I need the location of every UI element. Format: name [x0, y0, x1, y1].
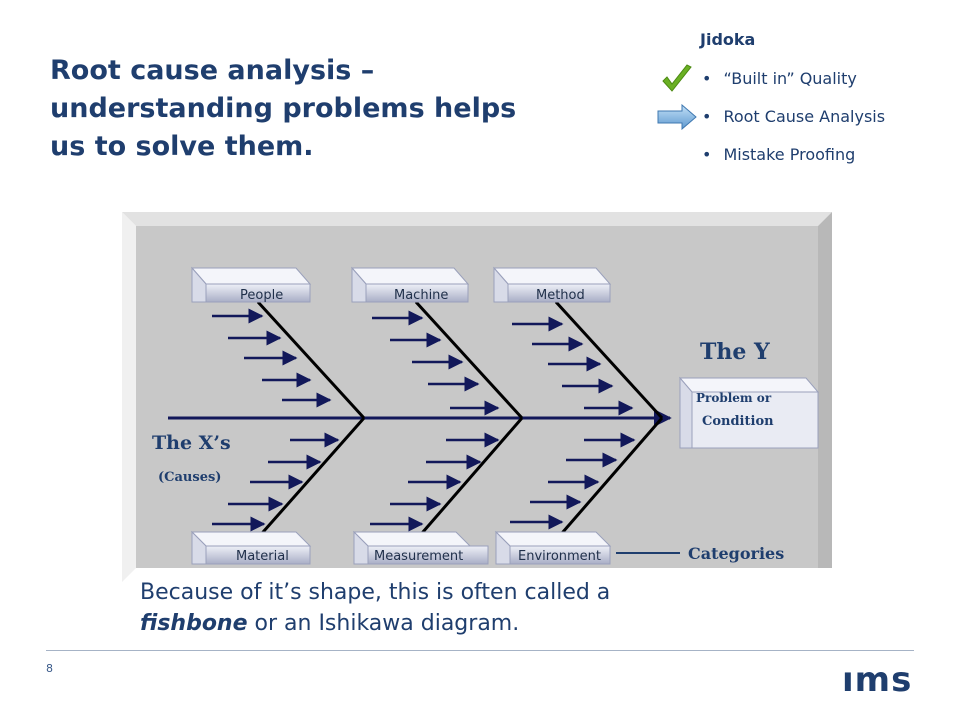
slide-title: Root cause analysis – understanding prob…: [50, 52, 610, 166]
category-label-people: People: [240, 288, 283, 303]
category-label-environment: Environment: [518, 549, 601, 564]
right-arrow-icon: [657, 104, 697, 130]
caption-line-2: fishbone or an Ishikawa diagram.: [140, 608, 610, 639]
category-box-environment: Environment: [494, 530, 612, 565]
jidoka-item-mistake-proofing: Mistake Proofing: [702, 136, 885, 174]
category-label-measurement: Measurement: [374, 549, 463, 564]
diagram-caption: Because of it’s shape, this is often cal…: [140, 577, 610, 639]
category-label-machine: Machine: [394, 288, 448, 303]
cause-arrows: [212, 308, 636, 532]
caption-line-1: Because of it’s shape, this is often cal…: [140, 580, 611, 605]
page-number: 8: [46, 662, 53, 675]
effect-heading: The Y: [700, 339, 770, 365]
causes-subheading: (Causes): [158, 470, 221, 485]
category-box-material: Material: [190, 530, 312, 565]
category-label-method: Method: [536, 288, 585, 303]
effect-box-line-1: Problem or: [696, 391, 772, 405]
category-box-measurement: Measurement: [352, 530, 489, 565]
caption-line-2-rest: or an Ishikawa diagram.: [247, 611, 520, 636]
jidoka-heading: Jidoka: [700, 30, 756, 49]
fishbone-main-bones: [254, 300, 664, 541]
jidoka-list: “Built in” Quality Root Cause Analysis M…: [702, 60, 885, 174]
title-line-1: Root cause analysis –: [50, 55, 375, 86]
caption-emphasis: fishbone: [140, 611, 248, 636]
category-box-method: Method: [492, 266, 612, 303]
logo-part-3: s: [891, 660, 913, 700]
logo-part-1: ım: [842, 660, 892, 700]
title-line-2: understanding problems helps: [50, 93, 517, 124]
category-box-machine: Machine: [350, 266, 470, 303]
effect-box-line-2: Condition: [702, 414, 774, 429]
category-box-people: People: [190, 266, 312, 303]
effect-box: Problem or Condition: [678, 376, 820, 449]
footer-divider: [46, 650, 914, 651]
check-mark-icon: [662, 64, 692, 92]
jidoka-item-root-cause-analysis: Root Cause Analysis: [702, 98, 885, 136]
jidoka-item-built-in-quality: “Built in” Quality: [702, 60, 885, 98]
title-line-3: us to solve them.: [50, 131, 314, 162]
category-label-material: Material: [236, 549, 289, 564]
categories-label: Categories: [688, 544, 784, 563]
ims-logo: ıms: [842, 660, 912, 700]
causes-heading: The X’s: [152, 432, 231, 454]
